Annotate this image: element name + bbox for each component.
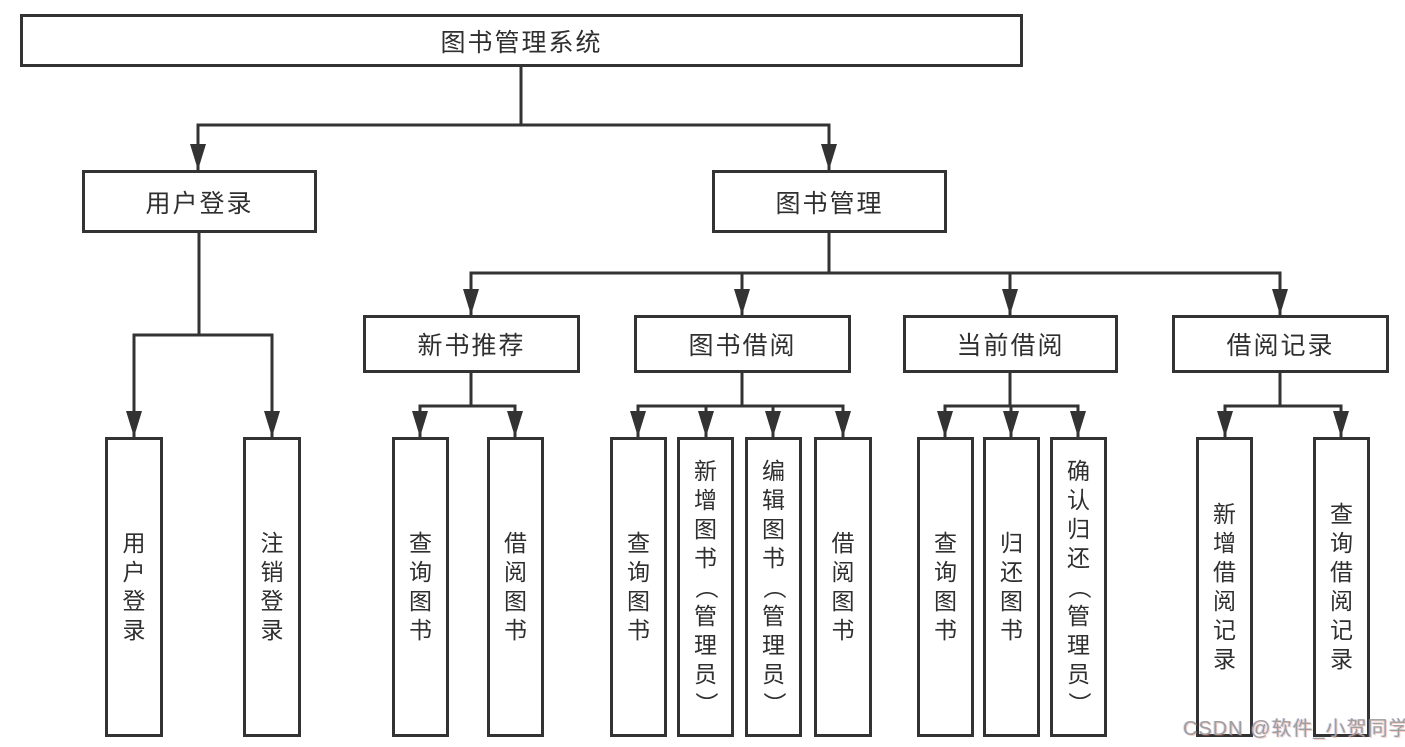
tree-arrows (126, 125, 1349, 437)
tree-rails (132, 65, 1343, 408)
leaf-borrow-books-recommend: 借阅图书 (487, 437, 544, 737)
node-label: 新书推荐 (417, 332, 526, 360)
leaf-label: 新增借阅记录 (1213, 501, 1236, 672)
leaf-label: 确认归还（管理员） (1066, 457, 1092, 715)
node-user-login: 用户登录 (82, 170, 317, 233)
node-label: 当前借阅 (956, 332, 1065, 360)
leaf-query-borrow-record: 查询借阅记录 (1313, 437, 1370, 737)
leaf-query-books-current: 查询图书 (917, 437, 974, 737)
leaf-label: 查询图书 (934, 530, 957, 643)
leaf-query-books-borrow: 查询图书 (610, 437, 667, 737)
leaf-add-books-admin: 新增图书（管理员） (677, 437, 734, 737)
leaf-user-login: 用户登录 (105, 437, 163, 737)
leaf-label: 新增图书（管理员） (693, 457, 719, 715)
node-label: 图书管理系统 (440, 28, 603, 57)
leaf-label: 注销登录 (260, 530, 284, 643)
leaf-confirm-return-admin: 确认归还（管理员） (1050, 437, 1107, 737)
node-label: 图书借阅 (688, 332, 797, 360)
leaf-label: 查询借阅记录 (1330, 501, 1353, 672)
node-label: 图书管理 (775, 189, 884, 218)
node-label: 借阅记录 (1226, 332, 1335, 360)
leaf-query-books-recommend: 查询图书 (392, 437, 449, 737)
leaf-add-borrow-record: 新增借阅记录 (1196, 437, 1253, 737)
node-current-borrowing: 当前借阅 (903, 315, 1118, 373)
leaf-label: 借阅图书 (831, 530, 855, 643)
leaf-label: 用户登录 (122, 530, 146, 643)
leaf-label: 查询图书 (627, 530, 650, 643)
node-label: 用户登录 (145, 189, 254, 218)
node-new-book-recommend: 新书推荐 (363, 315, 580, 373)
node-library-management-system: 图书管理系统 (20, 14, 1023, 67)
node-book-borrowing: 图书借阅 (634, 315, 851, 373)
node-book-management: 图书管理 (712, 170, 947, 233)
csdn-watermark: CSDN @软件_小贺同学 (1183, 718, 1405, 740)
leaf-label: 编辑图书（管理员） (761, 457, 787, 715)
node-borrowing-records: 借阅记录 (1172, 315, 1389, 373)
leaf-borrow-books: 借阅图书 (814, 437, 872, 737)
leaf-label: 查询图书 (409, 530, 432, 643)
leaf-label: 借阅图书 (504, 530, 527, 643)
leaf-logout: 注销登录 (243, 437, 301, 737)
leaf-edit-books-admin: 编辑图书（管理员） (745, 437, 802, 737)
leaf-return-books: 归还图书 (983, 437, 1040, 737)
leaf-label: 归还图书 (1000, 530, 1023, 643)
